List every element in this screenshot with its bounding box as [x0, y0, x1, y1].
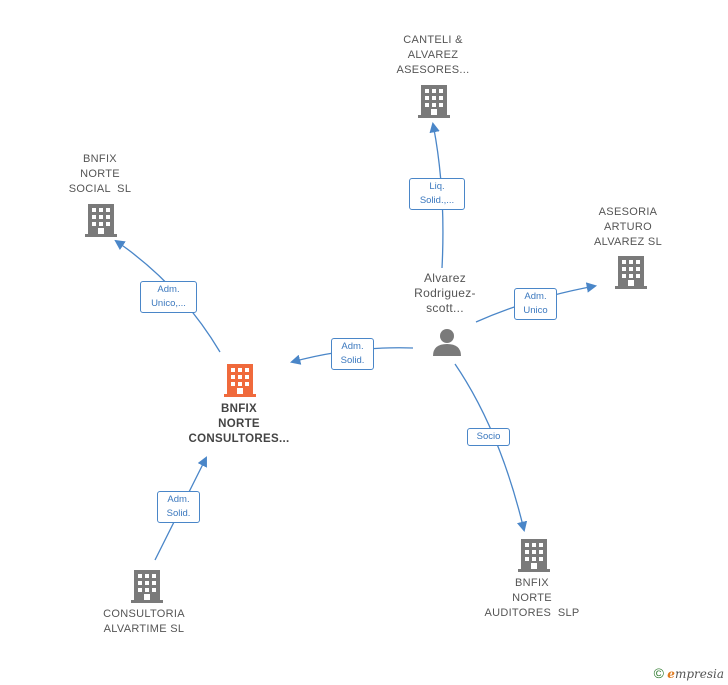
node-canteli[interactable]: CANTELI & ALVAREZ ASESORES...: [396, 34, 470, 76]
empresia-logo-text: mpresia: [674, 667, 724, 681]
edge-label-adm-solid-bottom[interactable]: Adm. Solid.: [157, 491, 200, 523]
edge-label-adm-unico-left[interactable]: Adm. Unico,...: [140, 281, 197, 313]
node-person[interactable]: Alvarez Rodriguez- scott...: [414, 271, 476, 315]
copyright-icon: ©: [653, 665, 664, 681]
building-icon: [418, 85, 450, 118]
building-icon: [131, 570, 163, 603]
node-bnfix-auditores[interactable]: BNFIX NORTE AUDITORES SLP: [484, 577, 580, 619]
edge-label-liq[interactable]: Liq. Solid.,...: [409, 178, 465, 210]
building-icon: [224, 364, 256, 397]
node-bnfix-consultores[interactable]: BNFIX NORTE CONSULTORES...: [188, 403, 290, 445]
edge-socio: [454, 363, 528, 533]
node-bnfix-social[interactable]: BNFIX NORTE SOCIAL SL: [68, 153, 132, 195]
edge-label-adm-unico-right[interactable]: Adm. Unico: [514, 288, 557, 320]
edge-label-socio[interactable]: Socio: [467, 428, 510, 446]
node-asesoria[interactable]: ASESORIA ARTURO ALVAREZ SL: [593, 206, 662, 248]
node-consultoria[interactable]: CONSULTORIA ALVARTIME SL: [103, 608, 185, 635]
empresia-credit[interactable]: © empresia: [654, 665, 724, 681]
person-icon: [433, 329, 461, 356]
building-icon: [615, 256, 647, 289]
building-icon: [85, 204, 117, 237]
building-icon: [518, 539, 550, 572]
empresia-logo-initial: e: [667, 667, 675, 681]
edge-label-adm-solid-person[interactable]: Adm. Solid.: [331, 338, 374, 370]
